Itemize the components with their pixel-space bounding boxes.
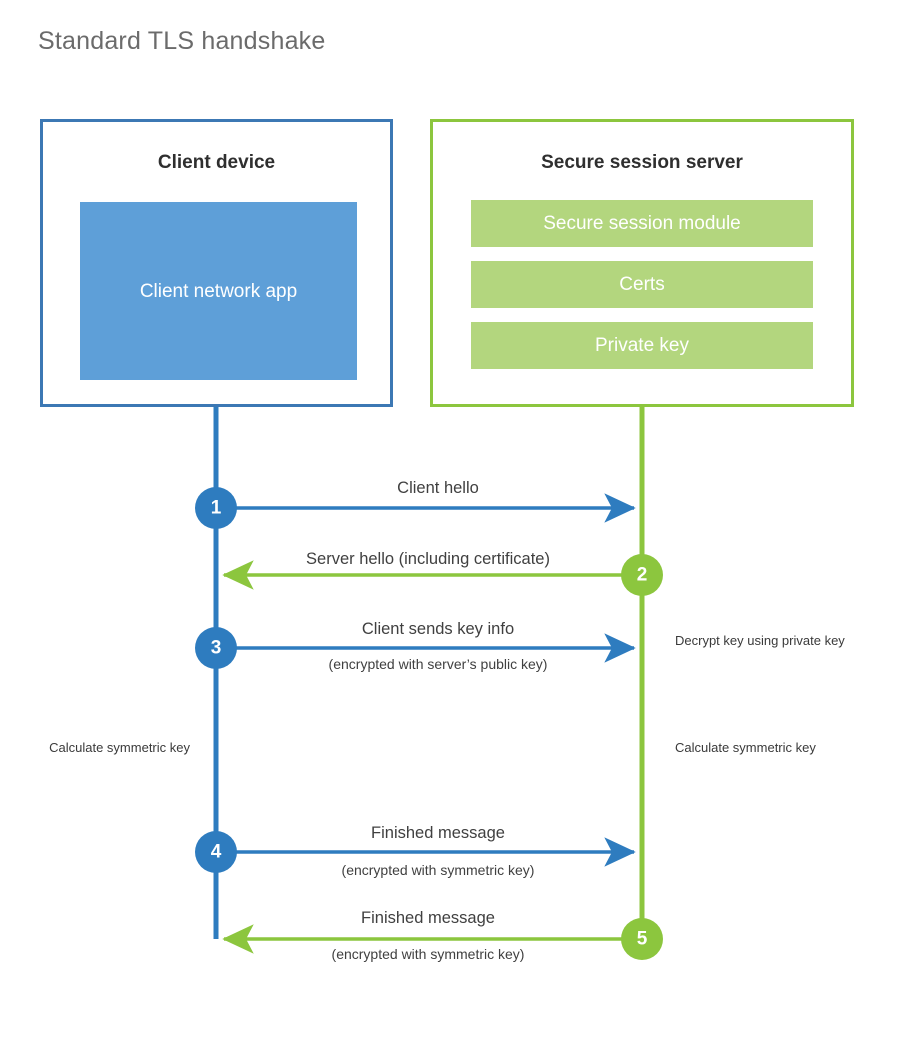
step-3-label: Client sends key info	[361, 620, 515, 638]
client-device-box: Client device Client network app	[40, 119, 393, 407]
server-block-certs: Certs	[471, 261, 813, 308]
step-3-sublabel: (encrypted with server’s public key)	[328, 656, 548, 672]
step-3-marker: 3	[195, 627, 237, 669]
step-4-label: Finished message	[371, 824, 505, 842]
server-block-secure-session-module: Secure session module	[471, 200, 813, 247]
secure-session-server-box: Secure session server Secure session mod…	[430, 119, 854, 407]
step-4-marker: 4	[195, 831, 237, 873]
server-block-private-key: Private key	[471, 322, 813, 369]
note-decrypt-key: Decrypt key using private key	[675, 633, 845, 648]
step-2-number: 2	[637, 565, 648, 586]
step-1-label: Client hello	[397, 479, 479, 497]
page-title: Standard TLS handshake	[38, 27, 326, 55]
client-device-title: Client device	[157, 152, 276, 173]
server-component-list: Secure session module Certs Private key	[471, 200, 813, 383]
step-1-marker: 1	[195, 487, 237, 529]
secure-session-server-title: Secure session server	[541, 152, 743, 173]
step-1-number: 1	[211, 498, 222, 519]
note-calculate-symmetric-key-server: Calculate symmetric key	[675, 740, 816, 755]
step-4-number: 4	[211, 842, 222, 863]
step-2-marker: 2	[621, 554, 663, 596]
step-5-marker: 5	[621, 918, 663, 960]
step-4-sublabel: (encrypted with symmetric key)	[341, 862, 535, 878]
client-network-app-block: Client network app	[80, 202, 357, 380]
note-calculate-symmetric-key-client: Calculate symmetric key	[49, 740, 190, 755]
step-2-label: Server hello (including certificate)	[306, 550, 550, 568]
step-3-number: 3	[211, 638, 222, 659]
step-5-number: 5	[637, 929, 648, 950]
step-5-label: Finished message	[361, 909, 495, 927]
step-5-sublabel: (encrypted with symmetric key)	[331, 946, 525, 962]
